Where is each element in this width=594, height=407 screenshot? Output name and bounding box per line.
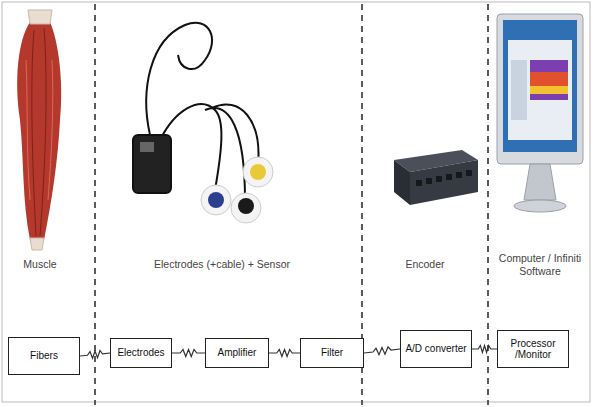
section-label: Electrodes (+cable) + Sensor [132, 258, 312, 271]
signal-connector [364, 347, 400, 355]
muscle-figure [17, 10, 61, 250]
process-box: A/D converter [400, 330, 472, 368]
section-dividers [95, 4, 488, 405]
computer-monitor-figure [497, 14, 583, 212]
box-label: Filter [321, 347, 343, 359]
signal-connector [172, 350, 205, 357]
process-box: Electrodes [110, 338, 172, 368]
box-label: Processor /Monitor [502, 338, 564, 361]
section-label: Encoder [375, 258, 475, 271]
process-box: Filter [300, 338, 364, 368]
signal-connector [269, 350, 300, 357]
process-box: Processor /Monitor [497, 330, 569, 368]
encoder-figure [394, 150, 478, 205]
section-label: Muscle [5, 258, 75, 271]
section-label: Computer / Infiniti Software [492, 252, 588, 277]
signal-connector [80, 351, 110, 359]
box-label: A/D converter [405, 343, 466, 355]
frame [2, 2, 590, 402]
electrode-sensor-figure [133, 23, 273, 223]
box-label: Amplifier [218, 347, 257, 359]
process-box: Fibers [8, 337, 80, 375]
box-label: Fibers [30, 350, 58, 362]
box-label: Electrodes [117, 347, 164, 359]
process-box: Amplifier [205, 338, 269, 368]
signal-connector [472, 346, 497, 353]
